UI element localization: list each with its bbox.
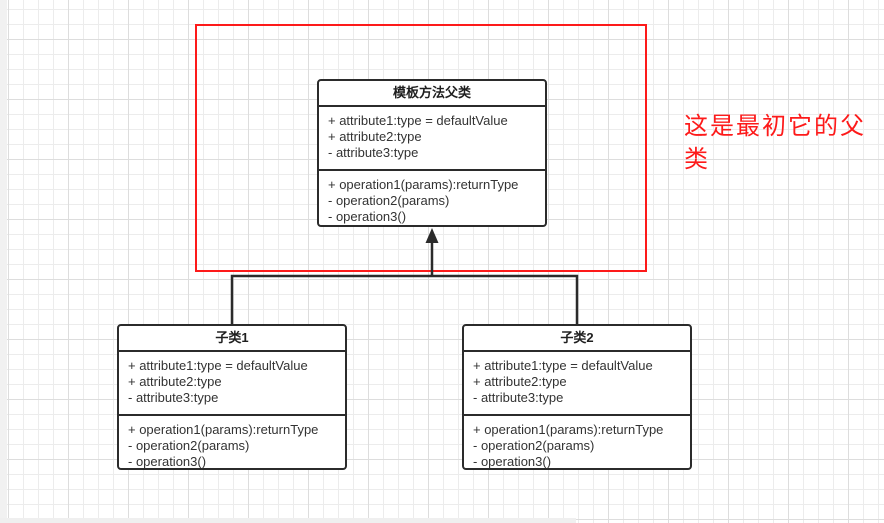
attribute-line: + attribute2:type: [473, 374, 567, 389]
operation-line: + operation1(params):returnType: [128, 422, 319, 437]
highlight-rectangle[interactable]: [195, 24, 647, 272]
class-title: 子类2: [560, 330, 594, 345]
class-attributes-section: + attribute1:type = defaultValue + attri…: [119, 350, 345, 414]
attribute-line: - attribute3:type: [473, 390, 564, 405]
operation-line: + operation1(params):returnType: [473, 422, 664, 437]
class-operations-section: + operation1(params):returnType - operat…: [464, 414, 690, 474]
class-operations-section: + operation1(params):returnType - operat…: [119, 414, 345, 474]
attribute-line: + attribute1:type = defaultValue: [473, 358, 653, 373]
attribute-line: - attribute3:type: [128, 390, 219, 405]
annotation-text[interactable]: 这是最初它的父类: [684, 112, 866, 173]
operation-line: - operation2(params): [473, 438, 595, 453]
operation-line: + operation1(params):returnType: [328, 177, 519, 192]
attribute-line: - attribute3:type: [328, 145, 419, 160]
canvas-bottom-edge: [0, 518, 576, 523]
operation-line: - operation2(params): [328, 193, 450, 208]
operation-line: - operation2(params): [128, 438, 250, 453]
class-box-child2[interactable]: 子类2 + attribute1:type = defaultValue + a…: [462, 324, 692, 470]
class-attributes-section: + attribute1:type = defaultValue + attri…: [319, 105, 545, 169]
class-operations-section: + operation1(params):returnType - operat…: [319, 169, 545, 229]
attribute-line: + attribute1:type = defaultValue: [328, 113, 508, 128]
attribute-line: + attribute1:type = defaultValue: [128, 358, 308, 373]
class-box-child1[interactable]: 子类1 + attribute1:type = defaultValue + a…: [117, 324, 347, 470]
class-attributes-section: + attribute1:type = defaultValue + attri…: [464, 350, 690, 414]
operation-line: - operation3(): [473, 454, 552, 469]
operation-line: - operation3(): [128, 454, 207, 469]
class-box-parent[interactable]: 模板方法父类 + attribute1:type = defaultValue …: [317, 79, 547, 227]
operation-line: - operation3(): [328, 209, 407, 224]
attribute-line: + attribute2:type: [128, 374, 222, 389]
attribute-line: + attribute2:type: [328, 129, 422, 144]
class-title: 模板方法父类: [392, 85, 471, 100]
class-title: 子类1: [215, 330, 249, 345]
